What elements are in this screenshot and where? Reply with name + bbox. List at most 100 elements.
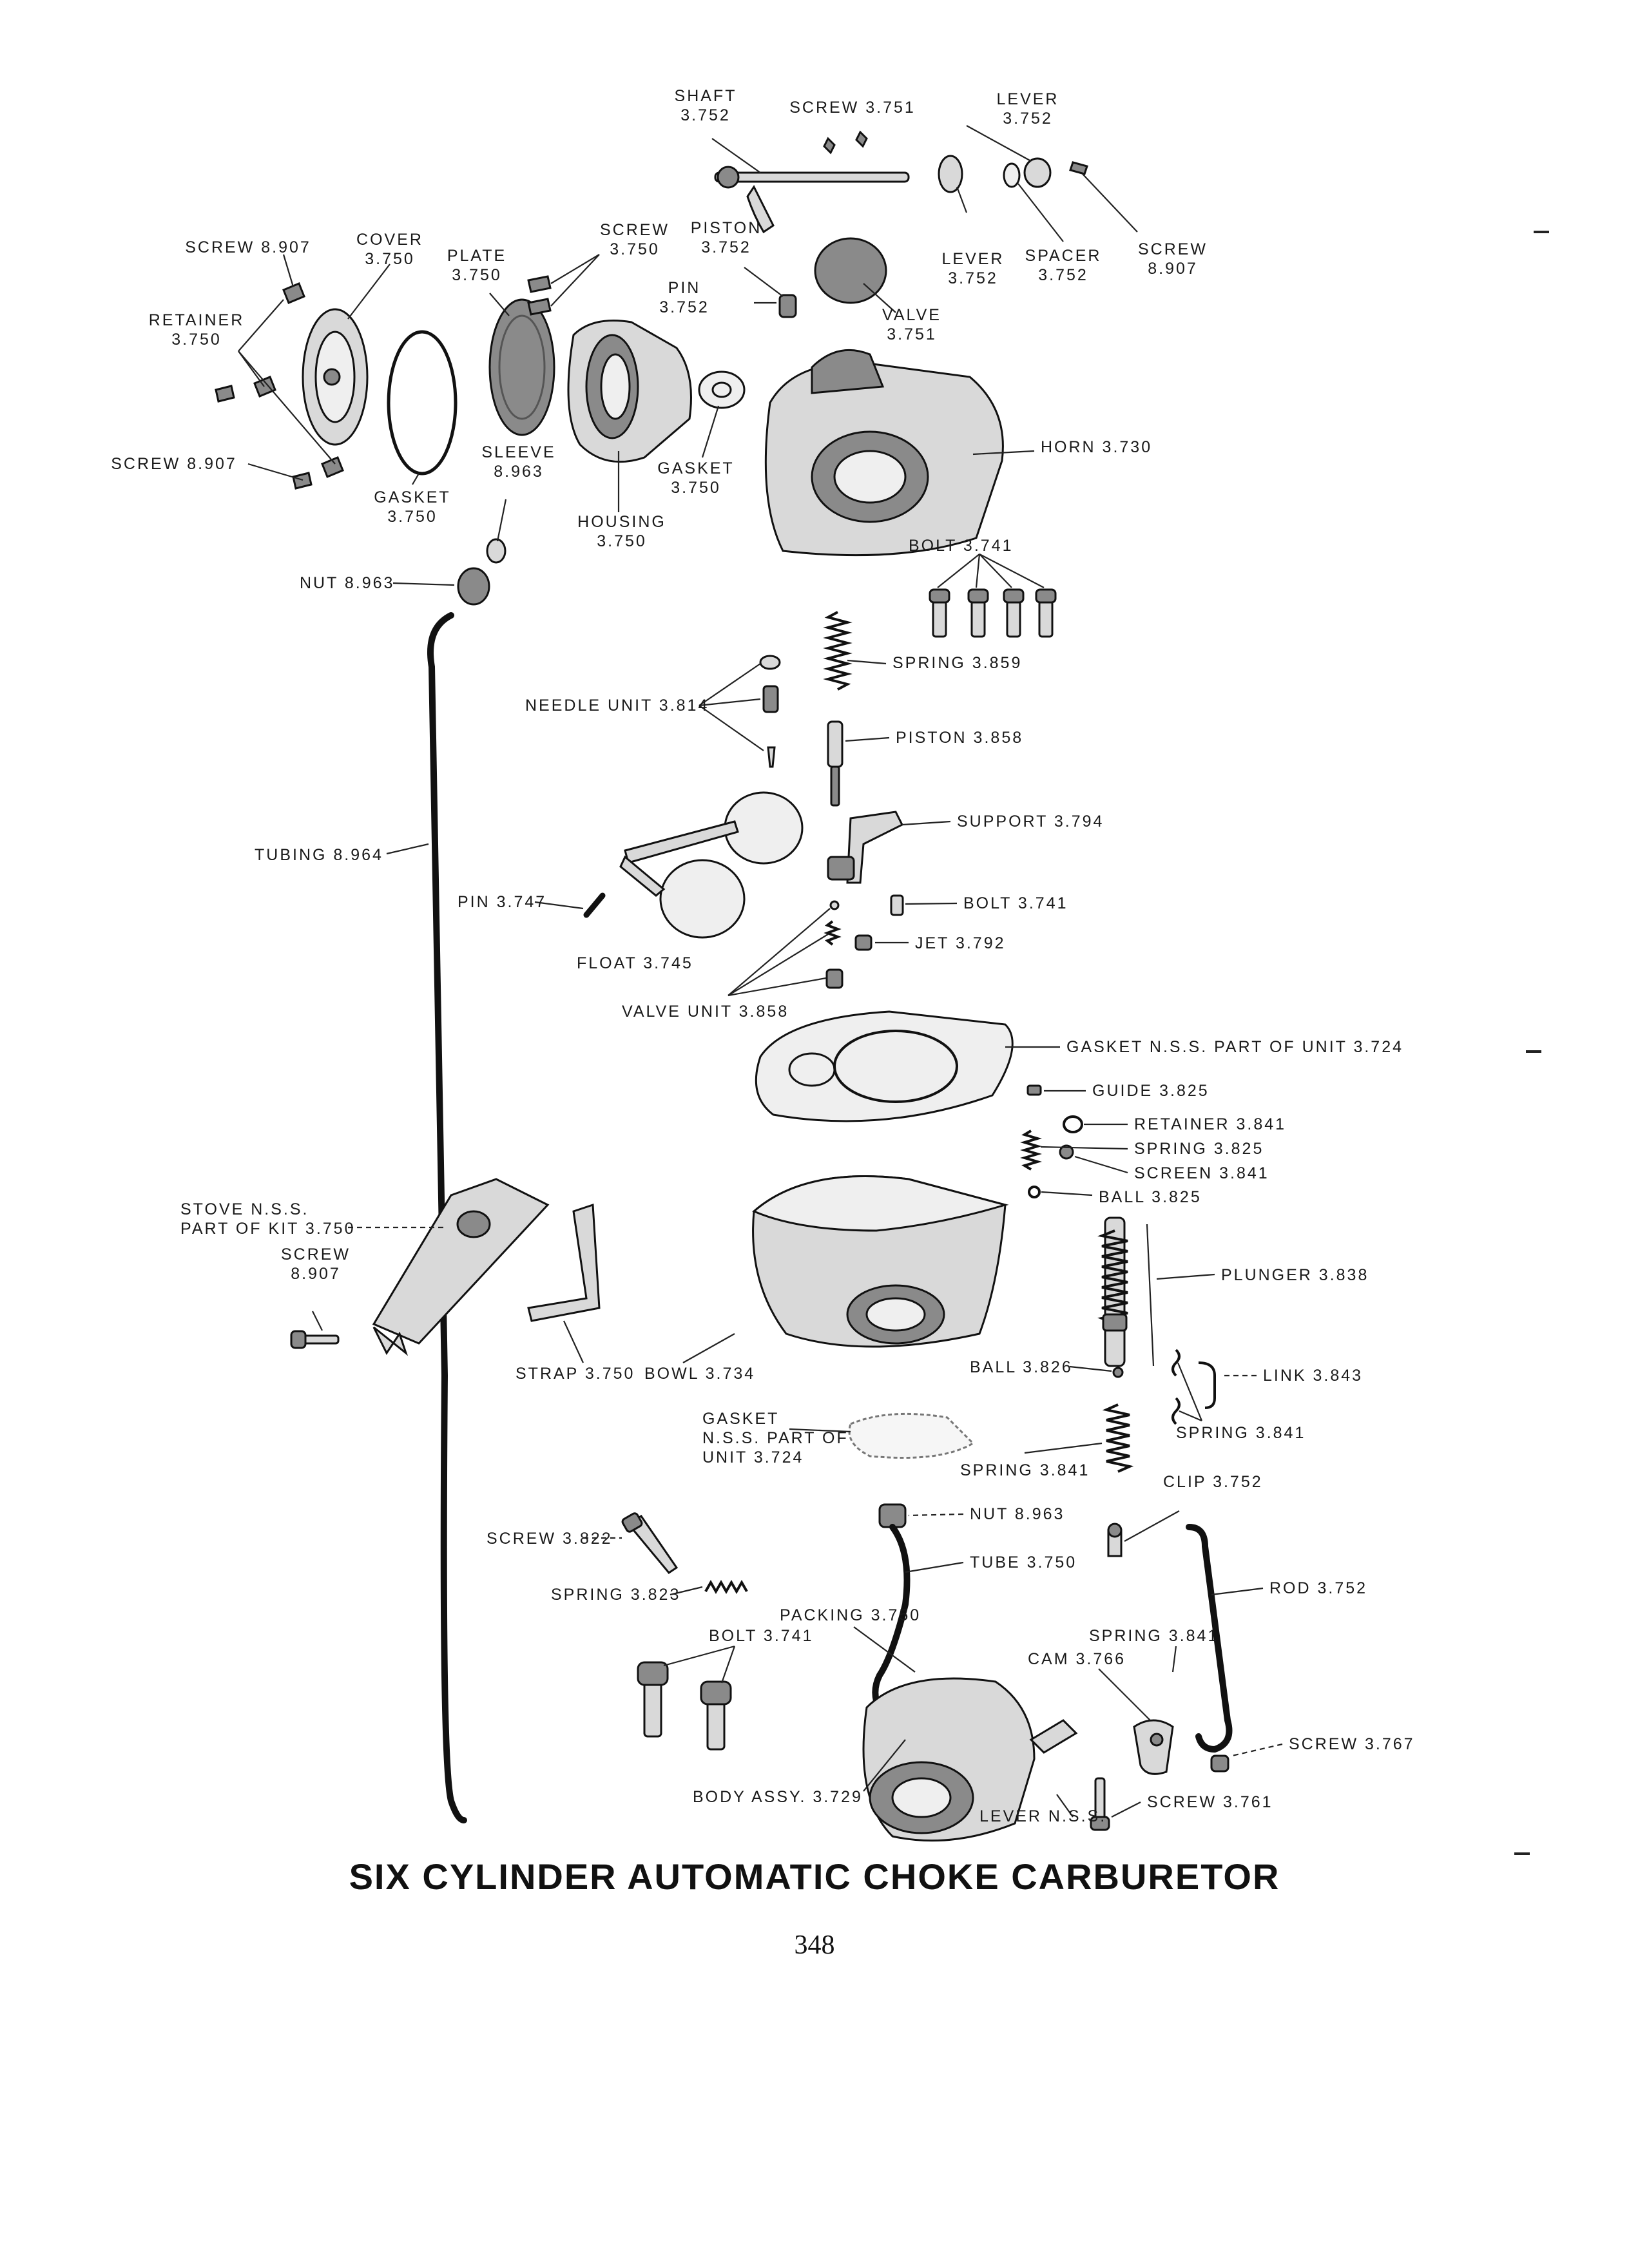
- label-nut-8963-top: NUT 8.963: [300, 574, 394, 592]
- label-ball-3826: BALL 3.826: [970, 1358, 1073, 1376]
- body-assy-part: [862, 1677, 1078, 1842]
- margin-mark: [1526, 1050, 1541, 1053]
- label-screw-8907-a: SCREW 8.907: [185, 238, 311, 256]
- screw-3767-part: [1210, 1754, 1229, 1773]
- guide-retainer-stack: [1020, 1084, 1083, 1198]
- label-strap: STRAP 3.750: [516, 1365, 635, 1383]
- pin-3747-part: [583, 892, 606, 918]
- label-float: FLOAT 3.745: [577, 954, 693, 972]
- bolts-bottom: [637, 1661, 732, 1751]
- label-pin-3747: PIN 3.747: [458, 893, 546, 911]
- rod-part: [1186, 1524, 1233, 1753]
- label-spring-3841-bottom: SPRING 3.841: [1089, 1627, 1219, 1645]
- shaft-part: [714, 166, 910, 234]
- screw-8907-part: [290, 1330, 340, 1349]
- label-piston-3858: PISTON 3.858: [896, 729, 1023, 747]
- label-bowl: BOWL 3.734: [644, 1365, 755, 1383]
- label-nut-8963-bottom: NUT 8.963: [970, 1505, 1065, 1523]
- piston-3858-part: [827, 720, 843, 807]
- label-needle-unit: NEEDLE UNIT 3.814: [525, 697, 709, 715]
- label-bolt-3741-mid: BOLT 3.741: [963, 894, 1068, 912]
- label-screen: SCREEN 3.841: [1134, 1164, 1269, 1182]
- leader-lines: [238, 125, 1283, 1818]
- label-cam: CAM 3.766: [1028, 1650, 1126, 1668]
- housing-part: [567, 320, 692, 463]
- label-screw-3822: SCREW 3.822: [487, 1530, 613, 1548]
- small-screws-top: [823, 130, 868, 155]
- ball-3826-part: [1112, 1367, 1124, 1378]
- label-clip: CLIP 3.752: [1163, 1473, 1263, 1491]
- label-screw-8907-b: SCREW 8.907: [111, 455, 237, 473]
- plate-part: [488, 298, 555, 436]
- page-number: 348: [794, 1930, 835, 1960]
- gasket-unit-part: [848, 1412, 975, 1459]
- label-spring-3825: SPRING 3.825: [1134, 1140, 1264, 1158]
- clip-part: [1107, 1523, 1123, 1557]
- label-retainer-3841: RETAINER 3.841: [1134, 1115, 1286, 1133]
- spring-3859-part: [823, 611, 853, 691]
- spring-3823-part: [704, 1579, 748, 1595]
- label-guide: GUIDE 3.825: [1092, 1082, 1210, 1100]
- label-screw-3751: SCREW 3.751: [789, 99, 916, 117]
- label-packing: PACKING 3.750: [780, 1606, 921, 1624]
- label-spring-3859: SPRING 3.859: [892, 654, 1022, 672]
- spring-3841-mid-part: [1102, 1403, 1134, 1473]
- valve-unit-small-parts: [824, 894, 904, 989]
- support-part: [827, 811, 904, 884]
- label-rod: ROD 3.752: [1269, 1579, 1367, 1597]
- lever-top-parts: [938, 155, 1088, 193]
- label-jet: JET 3.792: [915, 934, 1006, 952]
- piston-pin-top: [754, 294, 797, 318]
- margin-mark: [1534, 231, 1549, 233]
- stove-part: [372, 1178, 550, 1356]
- gasket-nss-part: [755, 1010, 1014, 1122]
- cover-part: [302, 308, 369, 446]
- label-bolt-3741-bottom: BOLT 3.741: [709, 1627, 814, 1645]
- float-part: [619, 791, 804, 939]
- label-valve-unit: VALVE UNIT 3.858: [622, 1003, 789, 1021]
- label-lever-nss: LEVER N.S.S.: [979, 1807, 1106, 1825]
- needle-unit-part: [759, 655, 781, 768]
- label-tubing: TUBING 8.964: [255, 846, 383, 864]
- label-plunger: PLUNGER 3.838: [1221, 1266, 1369, 1284]
- label-body-assy: BODY ASSY. 3.729: [693, 1788, 863, 1806]
- margin-mark: [1514, 1852, 1530, 1855]
- label-support: SUPPORT 3.794: [957, 812, 1104, 831]
- label-link: LINK 3.843: [1263, 1367, 1363, 1385]
- gasket-mid-part: [698, 370, 746, 409]
- plunger-part: [1097, 1216, 1155, 1367]
- nut-sleeve-part: [457, 538, 506, 606]
- label-gasket-nss: GASKET N.S.S. PART OF UNIT 3.724: [1066, 1038, 1403, 1056]
- screw-3761-part: [1090, 1777, 1110, 1831]
- cam-part: [1133, 1719, 1174, 1775]
- label-screw-3761: SCREW 3.761: [1147, 1793, 1273, 1811]
- label-stove: STOVE N.S.S.PART OF KIT 3.750: [180, 1200, 355, 1238]
- label-spring-3841-right: SPRING 3.841: [1176, 1424, 1306, 1442]
- horn-part: [764, 349, 1004, 557]
- tubing-part: [427, 612, 467, 1823]
- label-screw-3767: SCREW 3.767: [1289, 1735, 1415, 1753]
- label-tube: TUBE 3.750: [970, 1553, 1077, 1571]
- bolts-top: [929, 588, 1057, 638]
- strap-part: [527, 1203, 601, 1322]
- tube-nut-part: [872, 1503, 911, 1704]
